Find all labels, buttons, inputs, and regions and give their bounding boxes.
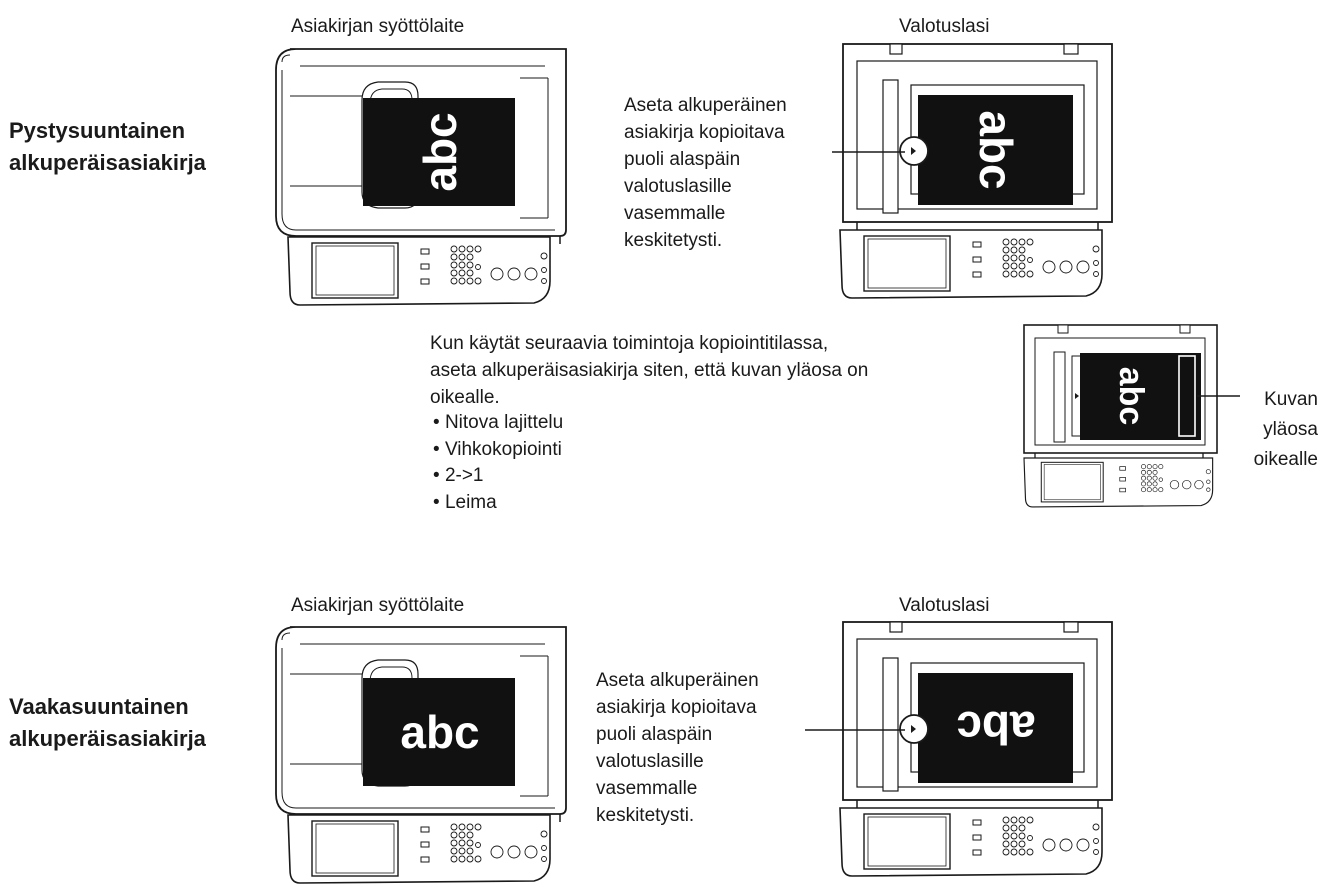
row-label-portrait-line1: Pystysuuntainen <box>9 118 186 143</box>
image-top-highlight <box>1178 355 1196 437</box>
callout-image-top-right: Kuvan yläosa oikealle <box>1253 389 1318 470</box>
document-special <box>1080 353 1201 440</box>
document-landscape-glass <box>918 673 1073 783</box>
instruction-portrait: Aseta alkuperäinen asiakirja kopioitava … <box>624 95 787 251</box>
document-landscape-adf <box>363 678 515 786</box>
glass-title-landscape: Valotuslasi <box>899 595 990 616</box>
doc-text-portrait-glass: abc <box>970 110 1022 189</box>
glass-title-portrait: Valotuslasi <box>899 16 990 37</box>
doc-text-landscape-adf: abc <box>400 706 479 758</box>
doc-text-landscape-glass: abc <box>956 702 1035 754</box>
special-intro: Kun käytät seuraavia toimintoja kopioint… <box>430 333 869 408</box>
row-label-portrait-line2: alkuperäisasiakirja <box>9 150 206 175</box>
list-item: 2->1 <box>433 463 563 490</box>
row-label-landscape-line1: Vaakasuuntainen <box>9 694 189 719</box>
special-function-list: Nitova lajittelu Vihkokopiointi 2->1 Lei… <box>433 410 563 516</box>
adf-title-portrait: Asiakirjan syöttölaite <box>291 16 465 37</box>
row-label-landscape-line2: alkuperäisasiakirja <box>9 726 206 751</box>
doc-text-portrait-adf: abc <box>414 112 466 191</box>
document-portrait-adf <box>363 98 515 206</box>
document-portrait-glass <box>918 95 1073 205</box>
doc-text-special: abc <box>1112 367 1150 426</box>
list-item: Nitova lajittelu <box>433 410 563 437</box>
list-item: Vihkokopiointi <box>433 437 563 464</box>
instruction-landscape: Aseta alkuperäinen asiakirja kopioitava … <box>596 670 759 826</box>
list-item: Leima <box>433 490 563 517</box>
adf-title-landscape: Asiakirjan syöttölaite <box>291 595 465 616</box>
